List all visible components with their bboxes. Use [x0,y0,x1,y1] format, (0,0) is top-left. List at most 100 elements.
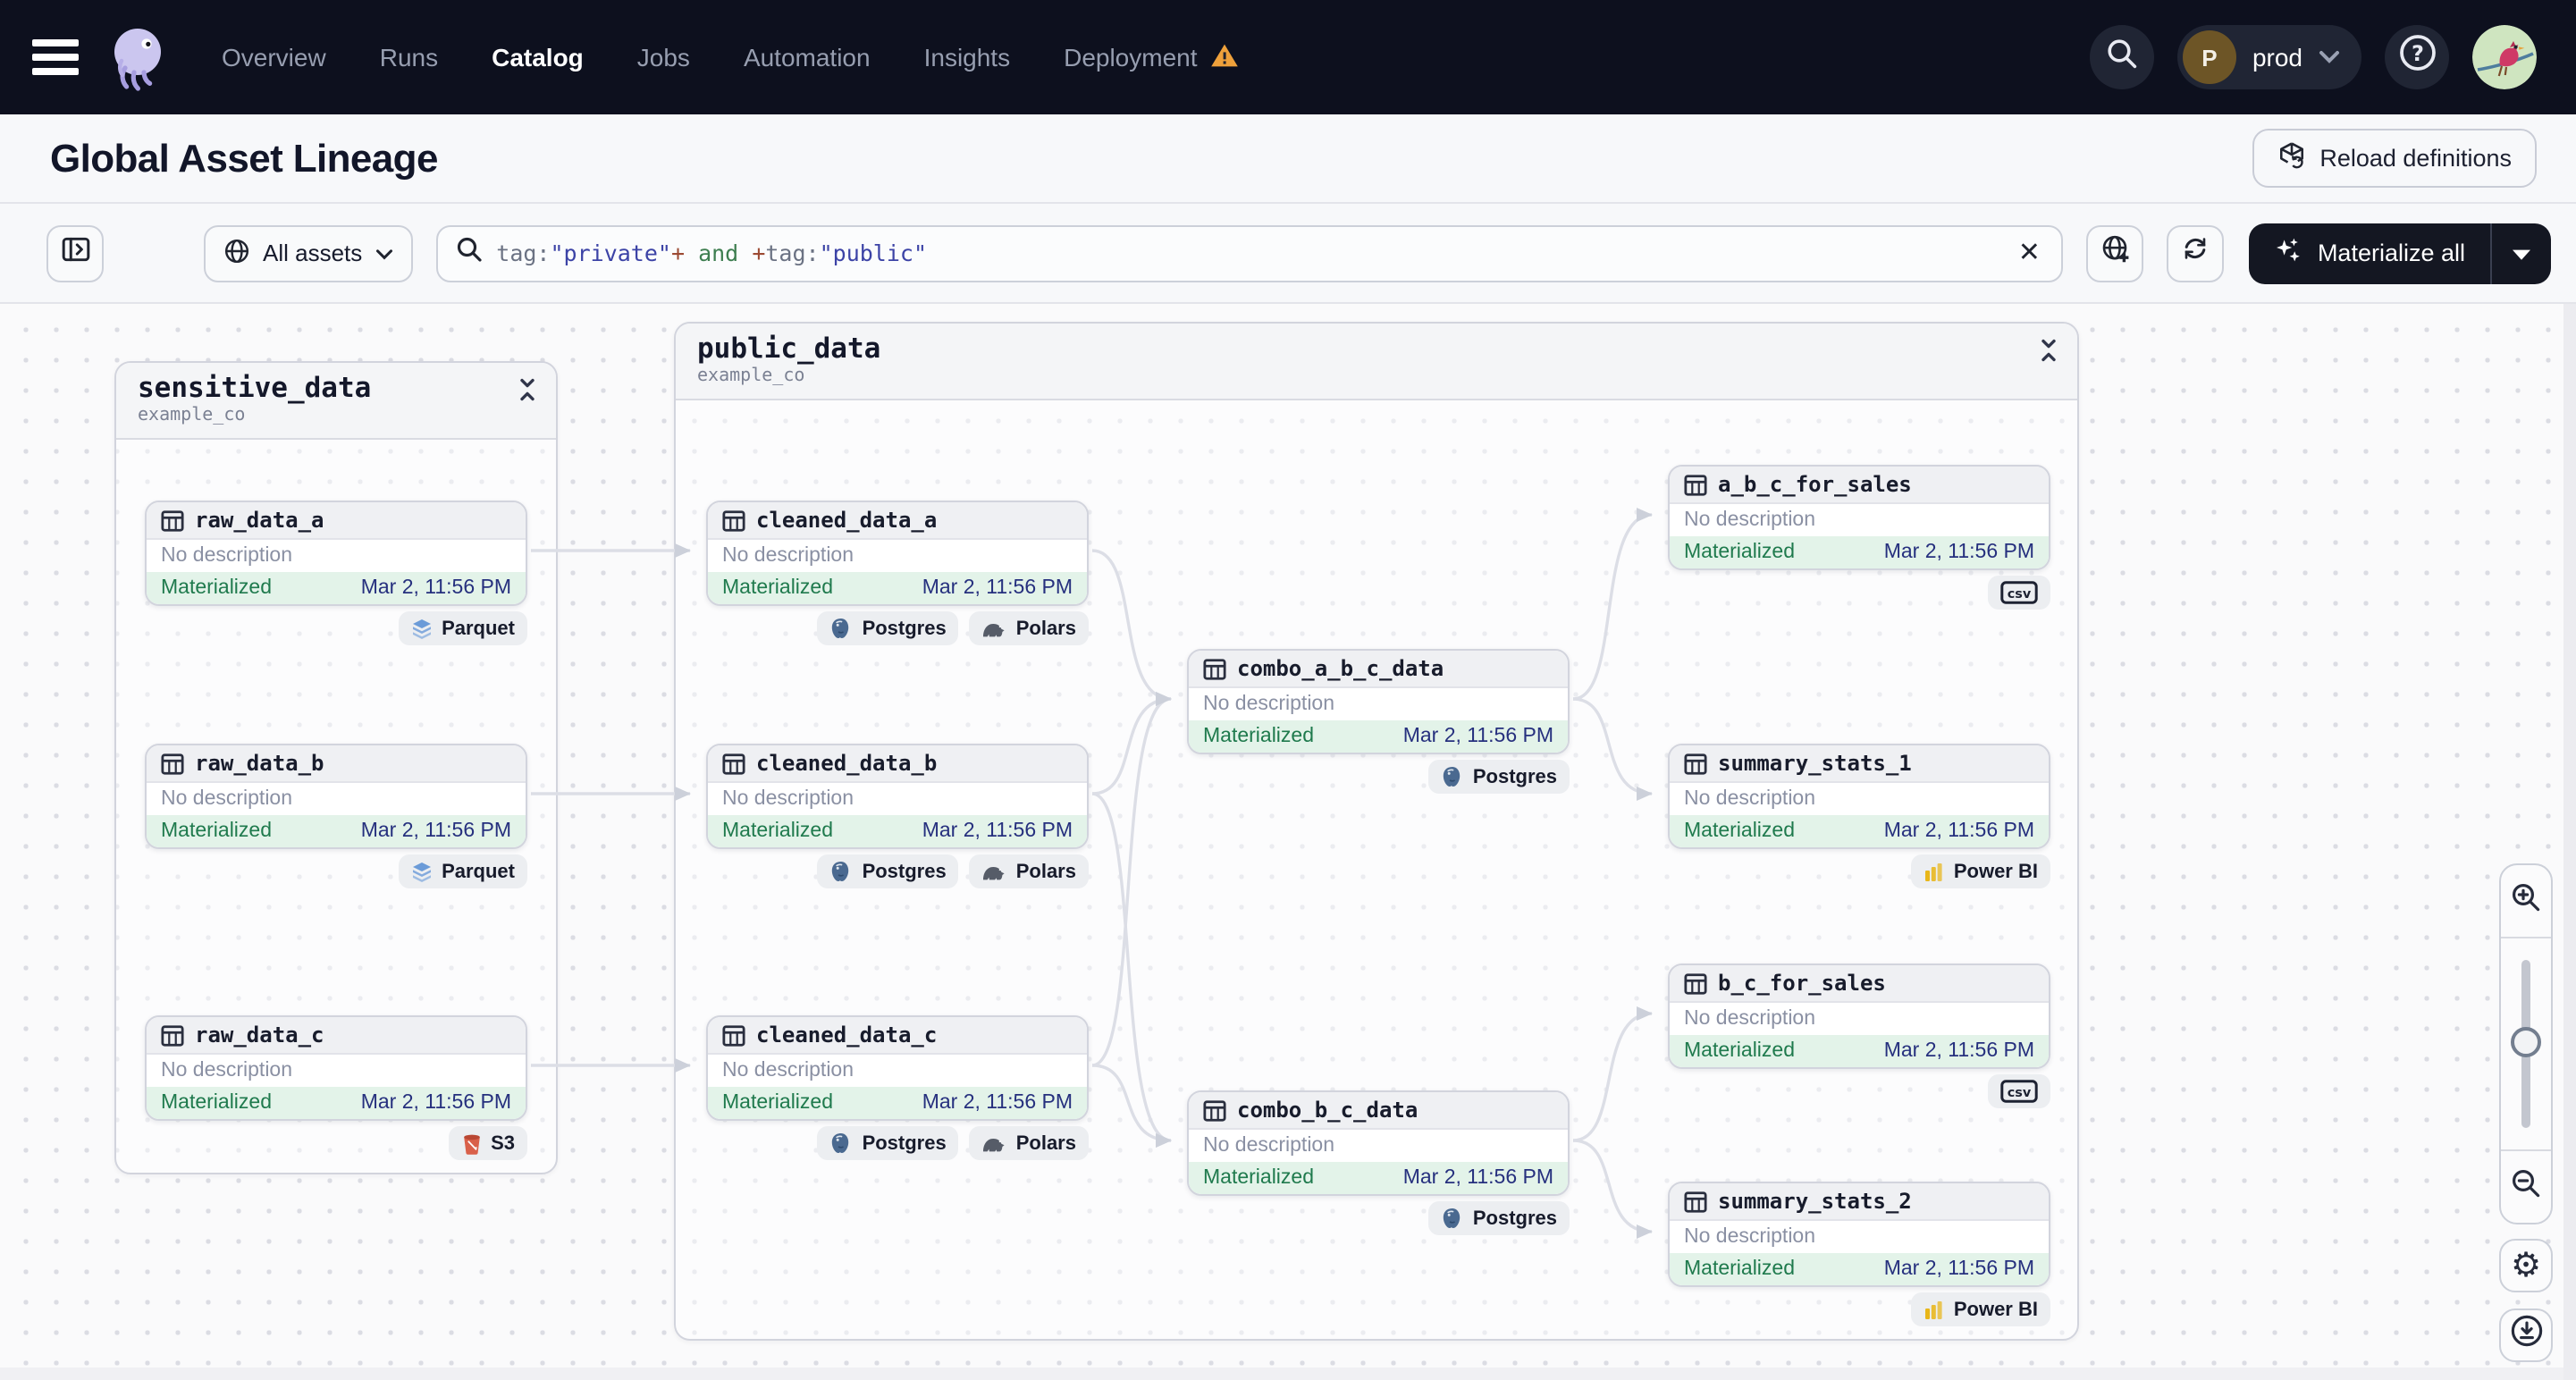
asset-node-header: b_c_for_sales [1670,965,2049,1003]
gear-icon: ⚙ [2510,1245,2542,1284]
table-icon [1684,1190,1707,1213]
zoom-out-button[interactable] [2501,1151,2551,1223]
table-icon [1203,657,1226,680]
collapse-group-icon[interactable] [2038,334,2059,372]
badge-parquet: Parquet [399,854,527,888]
nav-item-runs[interactable]: Runs [380,43,438,72]
clear-query-icon[interactable]: ✕ [2017,238,2041,268]
csv-icon: csv [2000,1080,2038,1103]
nav-item-automation[interactable]: Automation [744,43,871,72]
materialized-timestamp: Mar 2, 11:56 PM [1883,1258,2034,1280]
zoom-in-button[interactable] [2501,865,2551,937]
badge-label: Postgres [1472,766,1557,787]
table-icon [161,752,184,775]
asset-scope-dropdown[interactable]: All assets [204,224,413,282]
materialized-timestamp: Mar 2, 11:56 PM [922,1092,1073,1114]
dagster-logo[interactable] [104,23,172,91]
asset-query-input[interactable]: tag:"private"+ and +tag:"public" ✕ [435,224,2064,282]
materialized-timestamp: Mar 2, 11:56 PM [1402,1167,1553,1189]
lineage-toolbar: All assets tag:"private"+ and +tag:"publ… [0,204,2576,304]
s3-icon [460,1132,482,1154]
open-sidebar-button[interactable] [46,224,104,282]
hamburger-menu-icon[interactable] [32,39,79,75]
asset-name: raw_data_a [195,508,324,533]
help-button[interactable]: ? [2385,25,2449,89]
badge-powerbi: Power BI [1910,1292,2050,1326]
table-icon [1684,972,1707,995]
materialize-options-button[interactable] [2492,223,2551,283]
user-avatar[interactable] [2472,25,2537,89]
download-icon [2509,1314,2543,1357]
badge-csv: csv [1988,576,2050,610]
collapse-group-icon[interactable] [517,374,538,411]
badge-label: Polars [1015,1132,1076,1154]
postgres-icon [1441,765,1464,788]
materialized-status: Materialized [722,820,833,842]
materialized-timestamp: Mar 2, 11:56 PM [1402,726,1553,747]
nav-item-deployment[interactable]: Deployment [1064,42,1238,72]
asset-description: No description [708,783,1087,815]
table-icon [1203,1098,1226,1122]
nav-item-jobs[interactable]: Jobs [637,43,690,72]
graph-settings-button[interactable]: ⚙ [2499,1239,2553,1292]
search-button[interactable] [2089,25,2154,89]
nav-item-label: Insights [923,43,1011,72]
horizontal-scrollbar[interactable] [0,1367,2563,1380]
nav-item-overview[interactable]: Overview [222,43,326,72]
badge-postgres: Postgres [817,1126,959,1160]
materialized-status: Materialized [1684,1258,1795,1280]
refresh-icon [2182,234,2210,272]
vertical-scrollbar[interactable] [2563,304,2576,1380]
new-scope-button[interactable] [2086,224,2144,282]
materialize-all-button[interactable]: Materialize all [2250,223,2490,283]
reload-definitions-button[interactable]: Reload definitions [2252,129,2537,188]
nav-item-catalog[interactable]: Catalog [492,43,584,72]
refresh-button[interactable] [2167,224,2225,282]
materialized-timestamp: Mar 2, 11:56 PM [1883,1040,2034,1062]
reload-cube-icon [2277,141,2305,175]
postgres-icon [1441,1207,1464,1230]
materialized-status: Materialized [161,1092,272,1114]
asset-name: b_c_for_sales [1718,971,1886,996]
environment-avatar: P [2182,30,2236,84]
nav-item-insights[interactable]: Insights [924,43,1011,72]
download-image-button[interactable] [2499,1308,2553,1362]
asset-description: No description [708,1055,1087,1087]
asset-badges: S3 [145,1126,527,1160]
asset-badges: csv [1668,576,2050,610]
asset-name: cleaned_data_c [756,1022,938,1048]
asset-node-header: combo_a_b_c_data [1189,651,1568,688]
materialize-all-label: Materialize all [2317,240,2465,266]
table-icon [161,1023,184,1047]
asset-description: No description [1670,783,2049,815]
materialized-status: Materialized [1203,726,1314,747]
csv-icon: csv [2000,581,2038,604]
chevron-down-icon [2319,41,2340,73]
environment-switcher[interactable]: P prod [2176,25,2361,89]
zoom-slider-thumb[interactable] [2511,1027,2541,1057]
table-icon [722,509,745,532]
warning-icon [1210,42,1239,72]
table-icon [722,752,745,775]
group-title: public_data [697,332,881,365]
